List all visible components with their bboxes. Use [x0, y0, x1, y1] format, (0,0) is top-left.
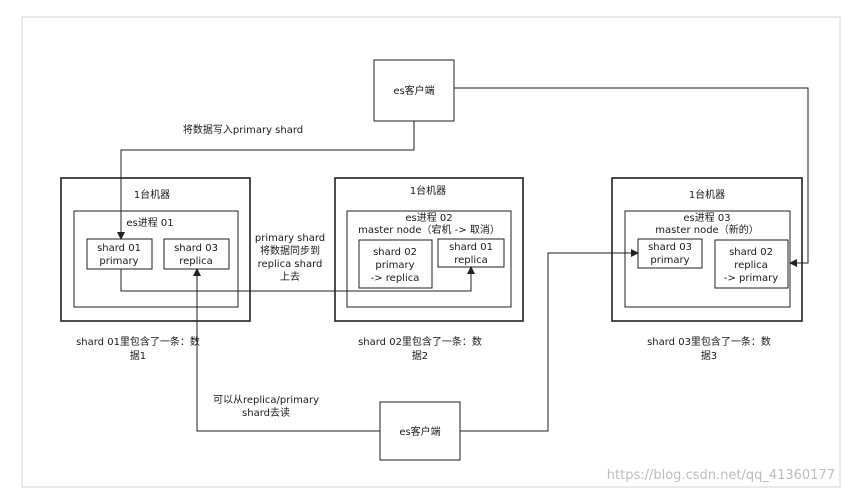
machine-3-caption: 据3 — [701, 349, 717, 362]
sync-arrow — [120, 266, 475, 292]
process-03-subtitle: master node（新的） — [655, 223, 758, 236]
client-top-label: es客户端 — [393, 84, 434, 97]
shard-line: replica — [179, 256, 213, 267]
shard-box — [714, 239, 789, 289]
machine-2-caption: shard 02里包含了一条：数 — [358, 335, 482, 348]
shard-box — [437, 238, 505, 268]
sync-annotation: primary shard — [255, 233, 325, 244]
machine-2-title: 1台机器 — [410, 184, 446, 197]
read-primary-arrow — [460, 249, 639, 432]
sync-annotation: 将数据同步到 — [260, 244, 320, 257]
shard-line: shard 03 — [648, 242, 692, 253]
shard-line: shard 03 — [174, 243, 218, 254]
machine-3-title: 1台机器 — [689, 188, 725, 201]
process-01-title: es进程 01 — [126, 217, 173, 229]
process-02-subtitle: master node（宕机 -> 取消） — [358, 223, 500, 236]
shard-line: -> primary — [724, 273, 778, 284]
client-bottom-label: es客户端 — [399, 425, 440, 438]
shard-line: primary — [375, 260, 414, 271]
sync-annotation: 上去 — [280, 271, 300, 283]
machine-1-caption: shard 01里包含了一条：数 — [76, 335, 200, 348]
read-replica-arrow — [193, 268, 380, 432]
process-03-title: es进程 03 — [683, 212, 730, 224]
shard-line: shard 01 — [97, 243, 141, 254]
shard-line: shard 02 — [729, 247, 773, 258]
write-arrow — [117, 121, 415, 240]
shard-line: primary — [650, 255, 689, 266]
shard-box — [637, 238, 703, 269]
machine-1-caption: 据1 — [130, 349, 146, 362]
shard-line: primary — [99, 256, 138, 267]
shard-box — [163, 238, 230, 270]
write-annotation: 将数据写入primary shard — [183, 123, 303, 136]
machine-3-caption: shard 03里包含了一条：数 — [647, 335, 771, 348]
read-annotation: shard去读 — [242, 406, 290, 419]
shard-line: replica — [734, 260, 768, 271]
machine-3: 1台机器 es进程 03 master node（新的） shard 03 pr… — [611, 177, 803, 362]
shard-line: -> replica — [371, 273, 420, 284]
process-02-title: es进程 02 — [405, 212, 452, 224]
sync-annotation: replica shard — [258, 259, 323, 270]
read-annotation: 可以从replica/primary — [213, 395, 319, 406]
shard-line: shard 02 — [373, 247, 417, 258]
machine-1-title: 1台机器 — [134, 188, 170, 201]
shard-line: replica — [454, 255, 488, 266]
client-to-shard02-arrow — [454, 87, 809, 267]
watermark: https://blog.csdn.net/qq_41360177 — [607, 468, 835, 483]
client-top-box — [373, 59, 455, 122]
machine-2-caption: 据2 — [412, 349, 428, 362]
shard-box — [358, 239, 433, 289]
shard-line: shard 01 — [449, 242, 493, 253]
